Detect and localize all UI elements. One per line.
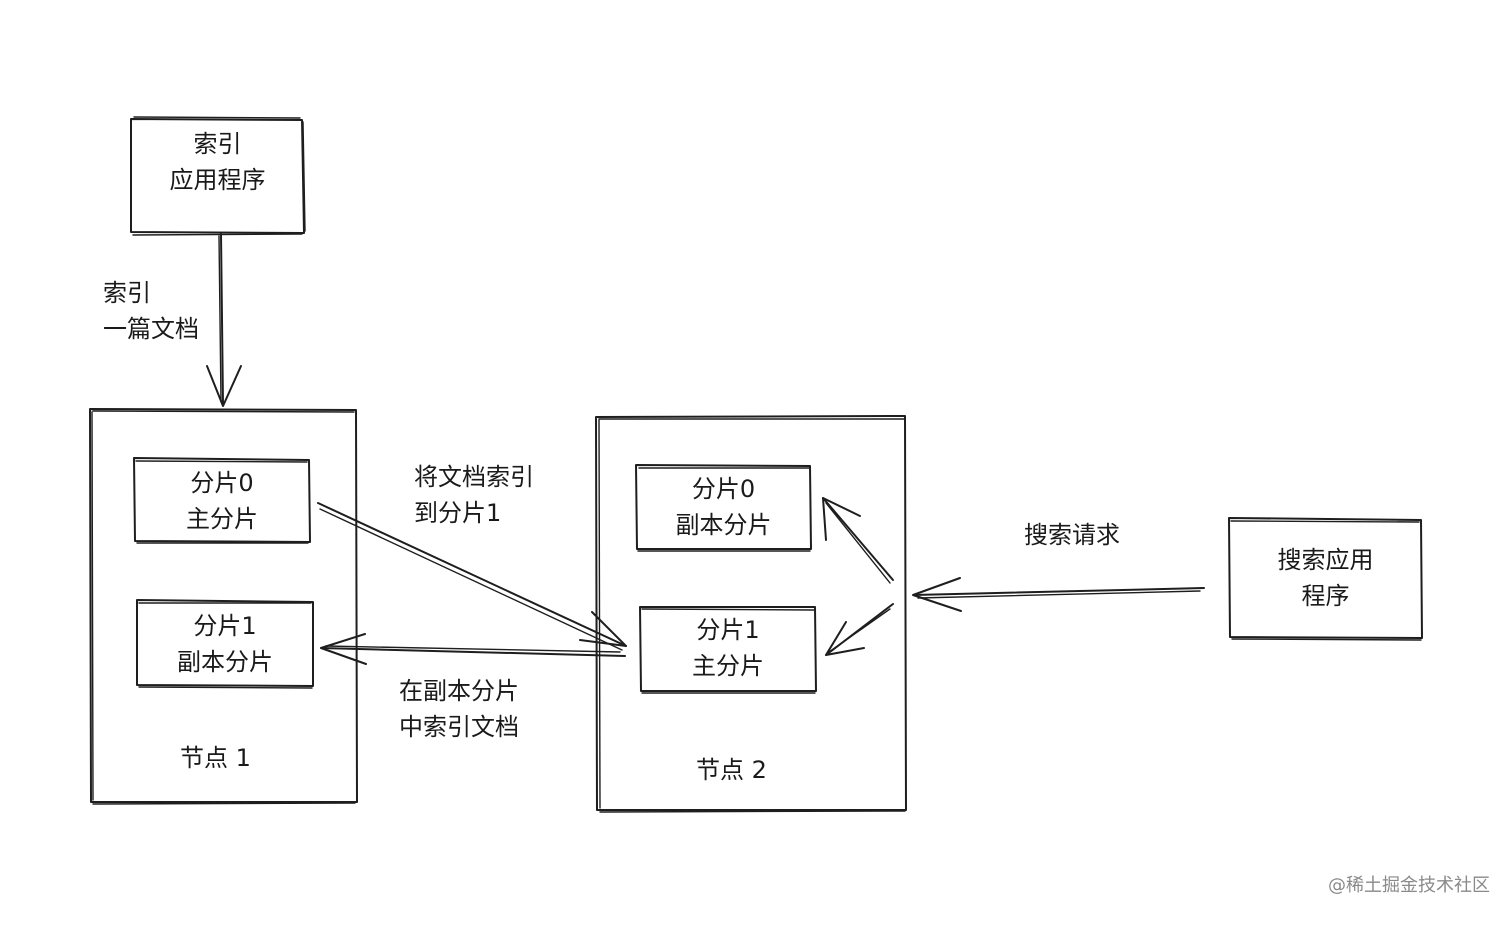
node1-box xyxy=(89,408,358,805)
search-app-line1: 搜索应用 xyxy=(1277,546,1374,574)
search-fanout-up-arrow xyxy=(822,497,894,584)
node1-shard0-label: 分片0 主分片 xyxy=(134,465,310,537)
replica-arrow xyxy=(320,633,626,665)
index-doc-line2: 一篇文档 xyxy=(103,315,199,343)
index-app-box xyxy=(130,116,306,236)
node2-box xyxy=(595,415,907,813)
search-app-label: 搜索应用 程序 xyxy=(1229,542,1422,614)
node2-shard0-label: 分片0 副本分片 xyxy=(636,471,811,543)
node2-shard1-line2: 主分片 xyxy=(692,652,764,680)
index-app-line1: 索引 xyxy=(193,130,242,158)
node2-shard1-line1: 分片1 xyxy=(696,616,760,644)
node2-shard0-box xyxy=(635,464,812,552)
route-arrow xyxy=(317,502,627,651)
node1-shard1-label: 分片1 副本分片 xyxy=(137,608,313,680)
node1-shard0-line1: 分片0 xyxy=(190,469,254,497)
node2-shard1-label: 分片1 主分片 xyxy=(640,612,816,684)
index-arrow xyxy=(206,233,242,407)
node2-title: 节点 2 xyxy=(696,756,767,784)
node1-shard1-box xyxy=(136,599,314,689)
search-arrow xyxy=(912,577,1205,612)
replica-label: 在副本分片 中索引文档 xyxy=(399,673,519,745)
route-label: 将文档索引 到分片1 xyxy=(414,459,534,531)
search-request-label: 搜索请求 xyxy=(1024,521,1120,549)
index-doc-label: 索引 一篇文档 xyxy=(103,275,199,347)
replica-line1: 在副本分片 xyxy=(399,677,519,705)
route-line2: 到分片1 xyxy=(414,499,502,527)
watermark: @稀土掘金技术社区 xyxy=(1328,875,1490,896)
index-doc-line1: 索引 xyxy=(103,279,151,307)
node1-shard0-box xyxy=(133,457,311,544)
replica-line2: 中索引文档 xyxy=(399,713,519,741)
node1-shard0-line2: 主分片 xyxy=(186,505,258,533)
node2-shard0-line2: 副本分片 xyxy=(675,511,772,539)
search-fanout-down-arrow xyxy=(825,603,894,656)
node1-title: 节点 1 xyxy=(180,744,251,772)
search-app-box xyxy=(1228,517,1423,641)
node1-shard1-line2: 副本分片 xyxy=(177,648,273,676)
node2-shard0-line1: 分片0 xyxy=(691,475,756,503)
index-app-line2: 应用程序 xyxy=(169,166,266,194)
route-line1: 将文档索引 xyxy=(414,463,534,491)
search-app-line2: 程序 xyxy=(1301,582,1350,610)
node1-shard1-line1: 分片1 xyxy=(193,612,257,640)
index-app-label: 索引 应用程序 xyxy=(131,126,304,198)
node2-shard1-box xyxy=(639,606,817,694)
